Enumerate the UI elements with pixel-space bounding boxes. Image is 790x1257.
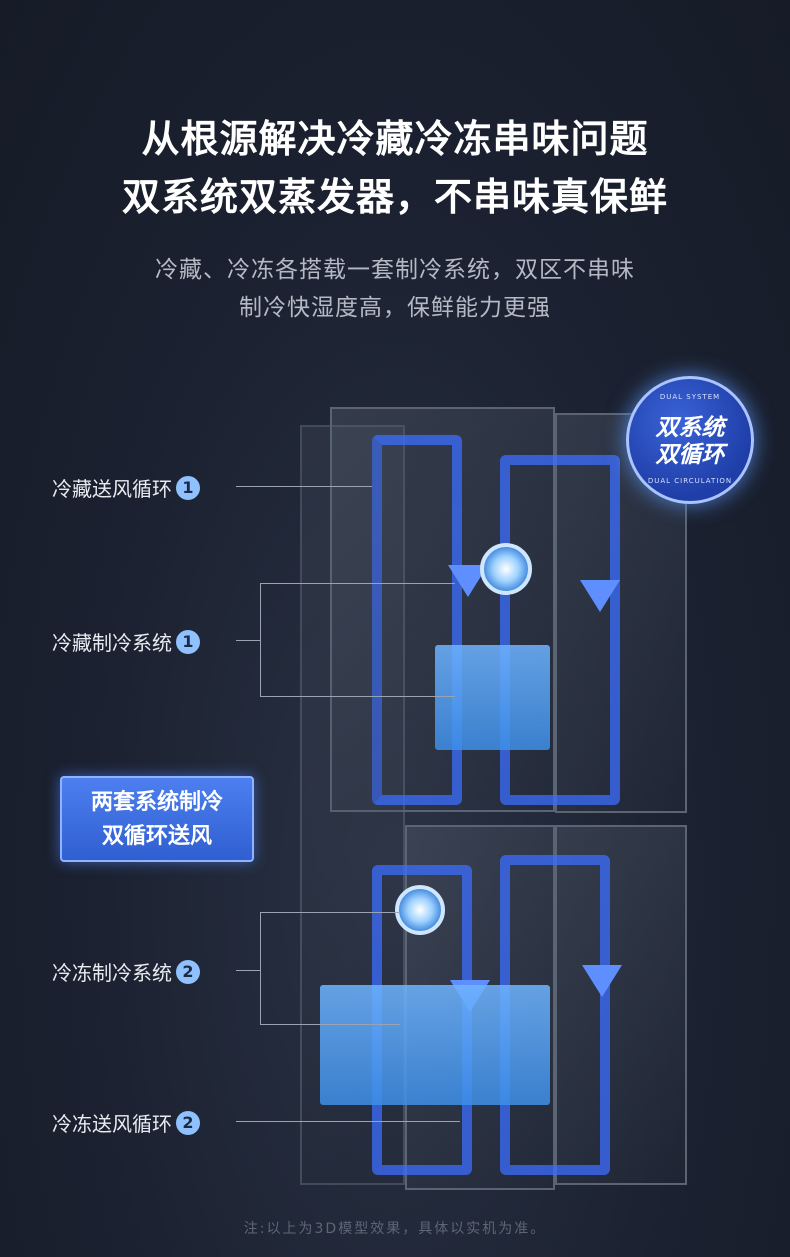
fridge-airflow-top-left: [372, 435, 462, 805]
number-badge: 2: [176, 1110, 200, 1135]
subtitle-line1: 冷藏、冷冻各搭载一套制冷系统，双区不串味: [155, 257, 635, 283]
badge-line1: 双系统: [655, 415, 725, 441]
promo-line1: 两套系统制冷: [90, 790, 223, 815]
label-text: 冷藏送风循环: [52, 477, 172, 501]
leader-line: [236, 640, 260, 641]
evaporator-freezer: [320, 985, 550, 1105]
promo-box: 两套系统制冷双循环送风: [60, 776, 254, 862]
fan-icon: [480, 543, 532, 595]
evaporator-fridge: [435, 645, 550, 750]
label-text: 冷藏制冷系统: [52, 631, 172, 655]
leader-line: [236, 970, 260, 971]
fridge-door-bottom-right: [555, 825, 687, 1185]
disclaimer-note: 注:以上为3D模型效果，具体以实机为准。: [243, 1221, 547, 1237]
leader-line: [236, 1121, 460, 1122]
badge-ring-text-top: DUAL SYSTEM: [659, 393, 721, 401]
number-badge: 2: [176, 959, 200, 984]
number-badge: 1: [176, 475, 200, 500]
fan-icon: [395, 885, 445, 935]
headline-line1: 从根源解决冷藏冷冻串味问题: [141, 117, 649, 161]
badge-ring-text-bottom: DUAL CIRCULATION: [647, 477, 733, 485]
fridge-airflow-top-right: [500, 455, 620, 805]
promo-line2: 双循环送风: [101, 824, 212, 849]
headline-line2: 双系统双蒸发器，不串味真保鲜: [121, 175, 668, 219]
label-text: 冷冻制冷系统: [52, 961, 172, 985]
label-text: 冷冻送风循环: [52, 1112, 172, 1136]
fridge-illustration: [300, 395, 692, 1195]
number-badge: 1: [176, 629, 200, 654]
dual-system-badge: DUAL SYSTEM 双系统 双循环 DUAL CIRCULATION: [626, 376, 754, 504]
badge-line2: 双循环: [655, 442, 725, 468]
airflow-arrow-icon: [580, 580, 620, 612]
leader-bracket: [260, 583, 455, 697]
airflow-arrow-icon: [582, 965, 622, 997]
leader-line: [236, 486, 372, 487]
subtitle-line2: 制冷快湿度高，保鲜能力更强: [239, 295, 551, 321]
leader-bracket: [260, 912, 400, 1025]
